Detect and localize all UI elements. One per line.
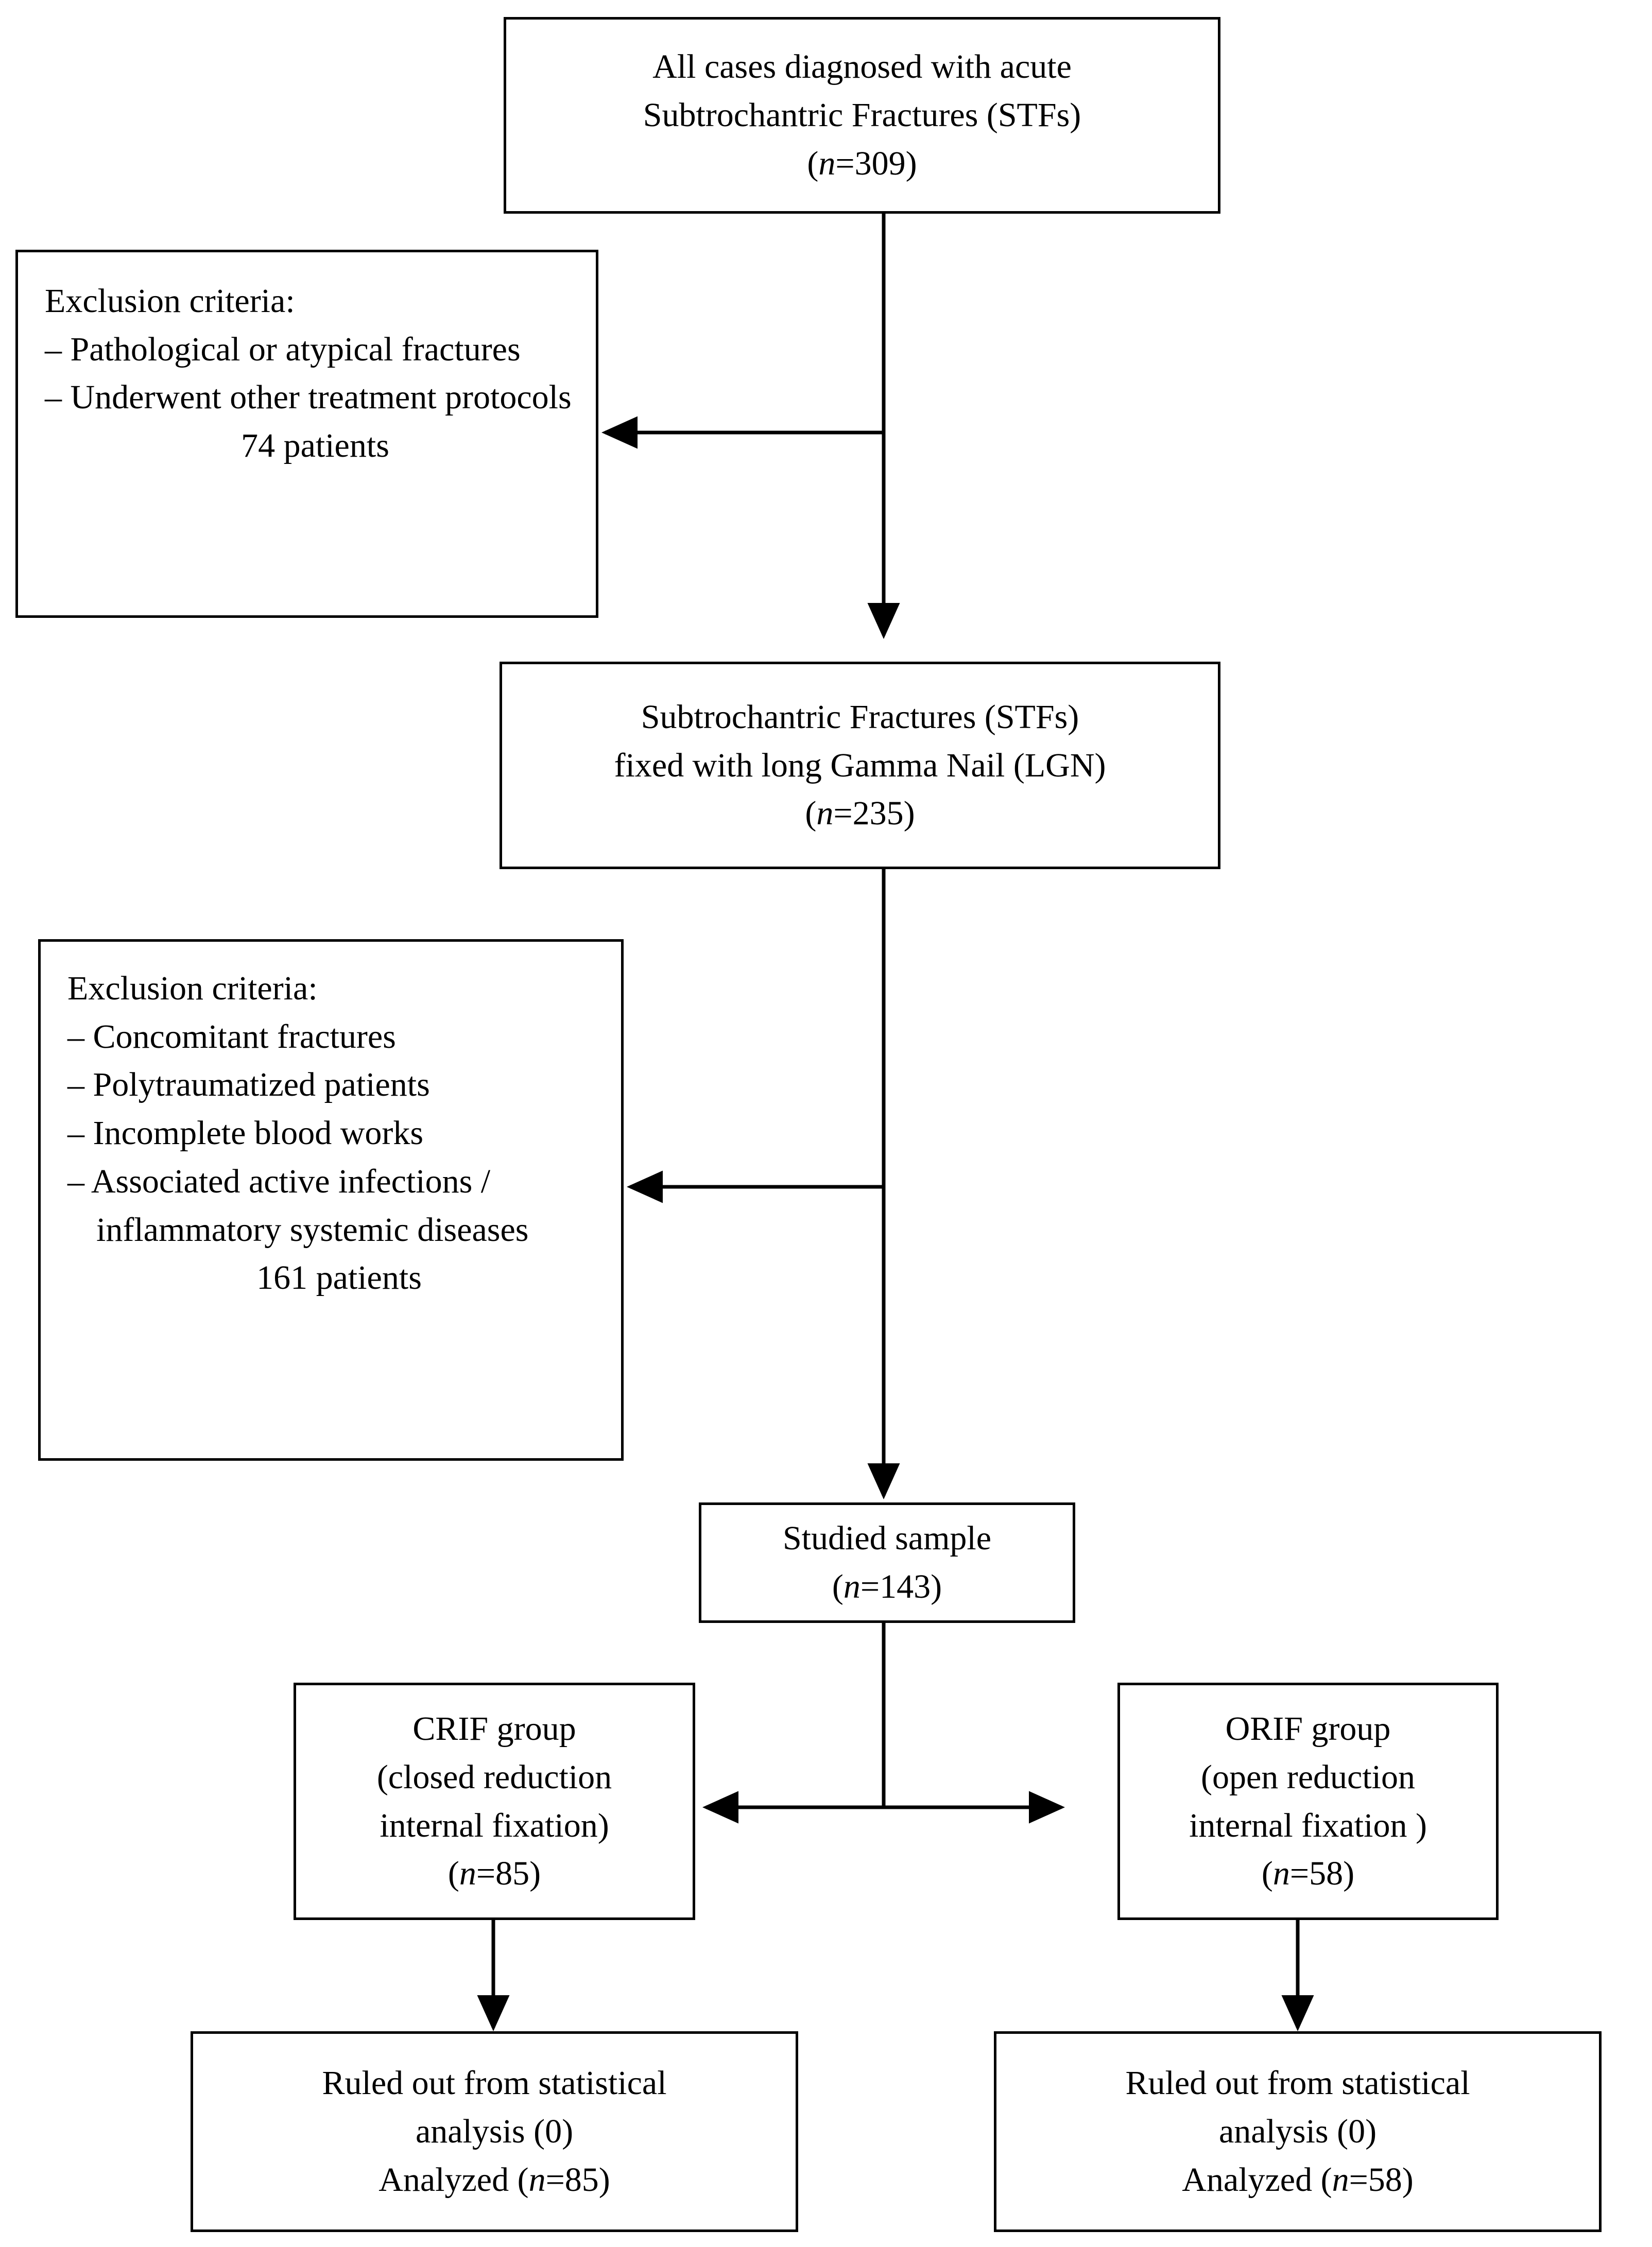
orif-group-count: (n=58) <box>1261 1855 1355 1893</box>
exclusion-2-item-1: – Polytraumatized patients <box>67 1066 430 1104</box>
exclusion-criteria-2-box: Exclusion criteria: – Concomitant fractu… <box>38 939 624 1461</box>
studied-sample-count: (n=143) <box>832 1568 942 1605</box>
crif-group-line-1: CRIF group <box>412 1710 576 1748</box>
crif-group-line-3: internal fixation) <box>380 1806 609 1844</box>
crif-group-count: (n=85) <box>448 1855 541 1893</box>
orif-group-line-2: (open reduction <box>1200 1758 1415 1796</box>
orif-group-line-1: ORIF group <box>1225 1710 1391 1748</box>
crif-analyzed-box: Ruled out from statistical analysis (0) … <box>191 2031 798 2232</box>
orif-group-box: ORIF group (open reduction internal fixa… <box>1117 1683 1499 1920</box>
exclusion-2-item-0: – Concomitant fractures <box>67 1017 396 1056</box>
crif-analyzed-line-3: Analyzed (n=85) <box>378 2160 610 2199</box>
crif-analyzed-line-1: Ruled out from statistical <box>322 2064 667 2102</box>
all-cases-line-2: Subtrochantric Fractures (STFs) <box>643 96 1081 134</box>
exclusion-2-total: 161 patients <box>256 1259 422 1297</box>
exclusion-1-total: 74 patients <box>241 427 389 465</box>
edge-studied-sample-split <box>702 1623 1065 1824</box>
all-cases-line-1: All cases diagnosed with acute <box>652 48 1072 86</box>
lgn-fixed-count: (n=235) <box>805 794 915 833</box>
lgn-fixed-line-1: Subtrochantric Fractures (STFs) <box>641 698 1079 736</box>
all-cases-box: All cases diagnosed with acute Subtrocha… <box>504 17 1220 214</box>
exclusion-2-heading: Exclusion criteria: <box>67 970 318 1007</box>
studied-sample-line-1: Studied sample <box>782 1519 992 1558</box>
orif-analyzed-line-3: Analyzed (n=58) <box>1182 2160 1414 2199</box>
orif-analyzed-line-1: Ruled out from statistical <box>1125 2064 1470 2102</box>
orif-analyzed-line-2: analysis (0) <box>1218 2113 1377 2151</box>
exclusion-criteria-1-box: Exclusion criteria: – Pathological or at… <box>15 250 598 618</box>
exclusion-1-item-0: – Pathological or atypical fractures <box>45 330 521 368</box>
all-cases-count: (n=309) <box>807 144 917 182</box>
orif-group-line-3: internal fixation ) <box>1189 1806 1427 1844</box>
orif-analyzed-box: Ruled out from statistical analysis (0) … <box>994 2031 1602 2232</box>
exclusion-2-item-2: – Incomplete blood works <box>67 1114 424 1152</box>
crif-group-box: CRIF group (closed reduction internal fi… <box>294 1683 695 1920</box>
lgn-fixed-box: Subtrochantric Fractures (STFs) fixed wi… <box>500 662 1220 869</box>
crif-group-line-2: (closed reduction <box>376 1758 612 1796</box>
exclusion-1-heading: Exclusion criteria: <box>45 282 295 320</box>
crif-analyzed-line-2: analysis (0) <box>415 2113 574 2151</box>
studied-sample-box: Studied sample (n=143) <box>699 1502 1075 1623</box>
exclusion-1-item-1: – Underwent other treatment protocols <box>45 378 572 417</box>
exclusion-2-item-3: – Associated active infections / inflamm… <box>67 1162 529 1249</box>
lgn-fixed-line-2: fixed with long Gamma Nail (LGN) <box>614 746 1106 784</box>
